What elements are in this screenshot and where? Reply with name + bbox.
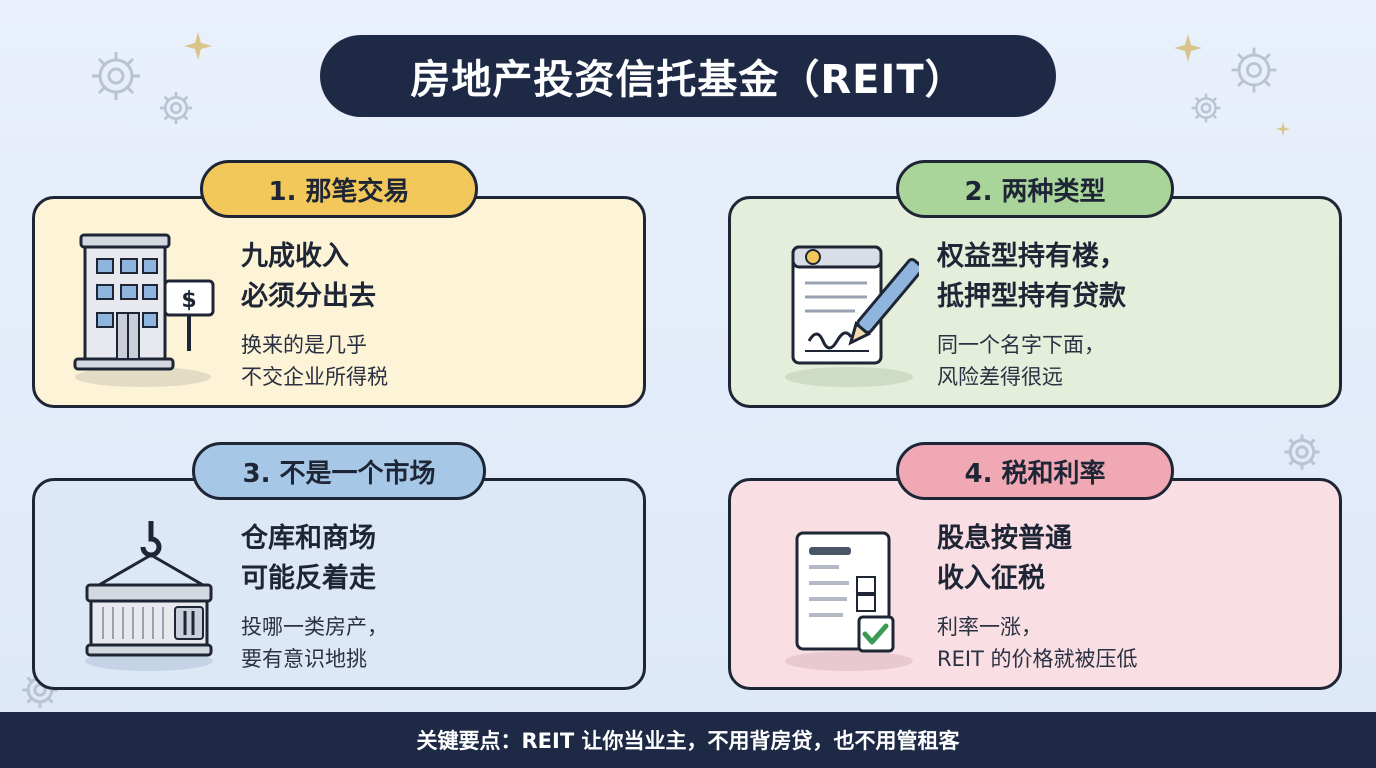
card-body: 投哪一类房产， 要有意识地挑 [241,615,388,671]
card-heading: 股息按普通 收入征税 [937,523,1072,594]
card-tax-and-rates: 股息按普通 收入征税 利率一涨， REIT 的价格就被压低 [728,478,1342,690]
sparkle-icon [184,32,212,60]
tab-tax-and-rates: 4. 税和利率 [896,442,1174,500]
card-heading: 九成收入 必须分出去 [241,241,376,312]
gear-icon [1231,47,1277,93]
card-the-deal: $ 九成收入 必须分出去 换来的是几乎 不交企业所得税 [32,196,646,408]
svg-text:$: $ [181,288,196,313]
tab-the-deal: 1. 那笔交易 [200,160,478,218]
card-body: 利率一涨， REIT 的价格就被压低 [937,615,1138,671]
card-heading: 仓库和商场 可能反着走 [241,523,376,594]
gear-icon [92,52,140,100]
office-building-for-sale-icon: $ [73,229,223,389]
key-takeaway-banner: 关键要点：REIT 让你当业主，不用背房贷，也不用管租客 [0,712,1376,768]
tab-two-types: 2. 两种类型 [896,160,1174,218]
card-body: 同一个名字下面， 风险差得很远 [937,333,1105,389]
tax-document-checklist-icon [769,511,919,671]
page-title: 房地产投资信托基金（REIT） [320,35,1056,117]
tab-not-one-market: 3. 不是一个市场 [192,442,486,500]
shipping-container-crane-icon [73,511,223,671]
card-heading: 权益型持有楼， 抵押型持有贷款 [937,241,1126,312]
contract-signing-icon [769,229,924,389]
card-not-one-market: 仓库和商场 可能反着走 投哪一类房产， 要有意识地挑 [32,478,646,690]
card-body: 换来的是几乎 不交企业所得税 [241,333,388,389]
sparkle-icon [1276,122,1290,136]
gear-icon [160,92,192,124]
gear-icon [1191,93,1221,123]
card-two-types: 权益型持有楼， 抵押型持有贷款 同一个名字下面， 风险差得很远 [728,196,1342,408]
sparkle-icon [1174,34,1202,62]
gear-icon [1284,434,1320,470]
